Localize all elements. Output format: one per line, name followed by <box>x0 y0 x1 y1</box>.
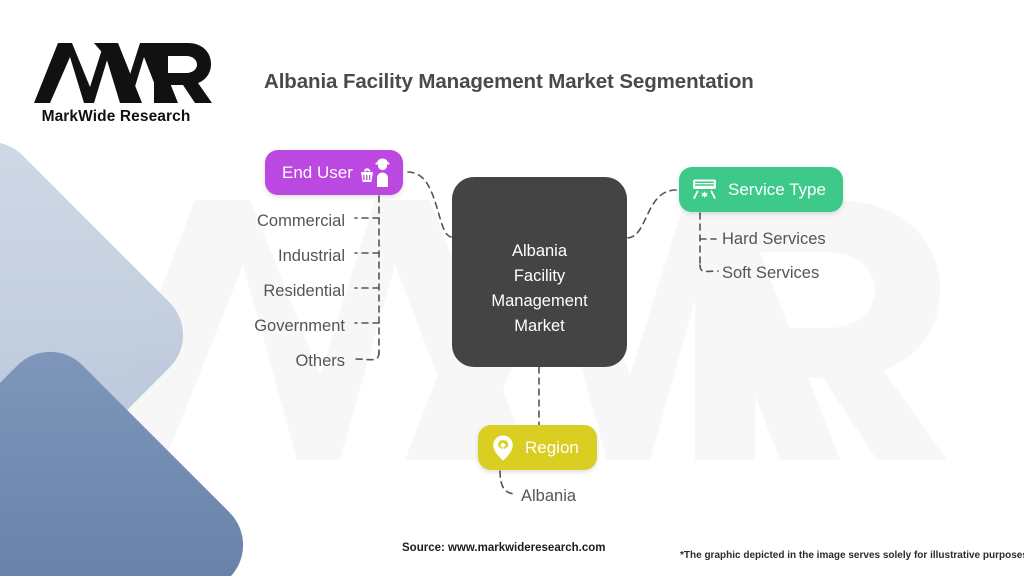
svg-text:MarkWide Research: MarkWide Research <box>42 108 191 125</box>
center-line-3: Market <box>514 317 565 335</box>
leaf-end-user-1: Industrial <box>278 247 345 265</box>
branch-label-region: Region <box>525 437 579 457</box>
leaf-end-user-3: Government <box>254 317 345 335</box>
branch-badge-end-user[interactable]: End User <box>265 150 403 195</box>
page-title: Albania Facility Management Market Segme… <box>264 70 754 93</box>
air-conditioner-icon <box>689 175 720 205</box>
shopper-person-icon <box>360 157 394 188</box>
center-node: Albania Facility Management Market <box>452 177 627 367</box>
leaf-service-type-1: Soft Services <box>722 264 820 282</box>
branch-label-end-user: End User <box>282 162 353 182</box>
branch-badge-region[interactable]: Region <box>478 425 597 470</box>
leaf-end-user-0: Commercial <box>256 212 345 230</box>
center-line-2: Management <box>491 292 588 310</box>
leaf-region-0: Albania <box>521 487 577 505</box>
center-line-0: Albania <box>511 242 568 260</box>
leaf-end-user-4: Others <box>295 352 345 370</box>
disclaimer-text: *The graphic depicted in the image serve… <box>680 550 1024 561</box>
source-text: Source: www.markwideresearch.com <box>402 542 606 554</box>
leaf-service-type-0: Hard Services <box>722 230 826 248</box>
branch-label-service-type: Service Type <box>728 179 826 199</box>
markwide-research-logo: MarkWide Research Inspiring Growth <box>34 43 212 125</box>
branch-badge-service-type[interactable]: Service Type <box>679 167 843 212</box>
center-node-label: Albania Facility Management Market <box>491 239 587 339</box>
leaf-end-user-2: Residential <box>263 282 345 300</box>
map-pin-gear-icon <box>489 433 517 463</box>
center-line-1: Facility <box>513 267 566 285</box>
